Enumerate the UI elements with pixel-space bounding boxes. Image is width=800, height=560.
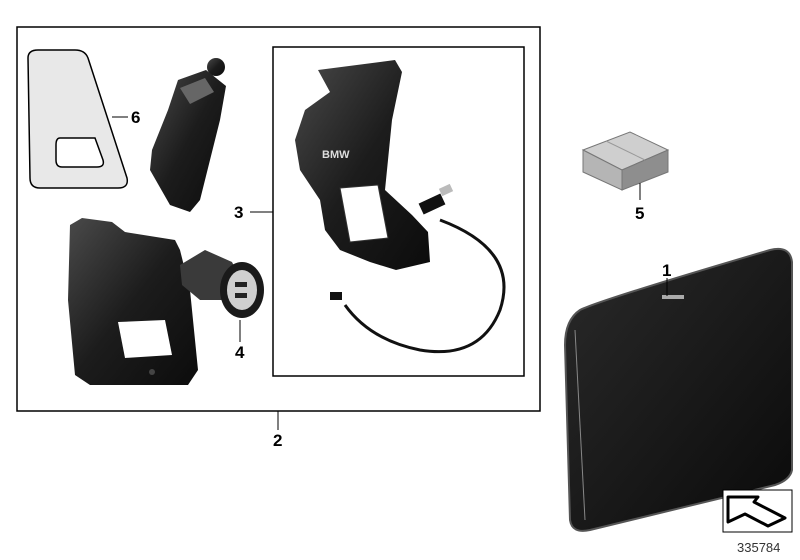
car-charger-part[interactable] [180,250,264,318]
label-5: 5 [635,204,644,223]
cradle-brand-text: BMW [322,149,350,161]
box-part[interactable] [581,131,670,191]
cradle-part[interactable]: BMW [295,60,430,270]
label-4: 4 [235,343,245,362]
holder-arm-part[interactable] [150,58,226,212]
orientation-arrow-icon [722,489,793,533]
diagram-number: 335784 [737,540,780,555]
label-6: 6 [131,108,140,127]
cover-plate-part[interactable] [27,49,129,189]
usb-cable-part[interactable] [330,183,506,354]
phone-part[interactable] [563,247,793,532]
label-2: 2 [273,431,282,450]
label-1: 1 [662,261,671,280]
label-3: 3 [234,203,243,222]
base-mount-part[interactable] [68,218,198,385]
